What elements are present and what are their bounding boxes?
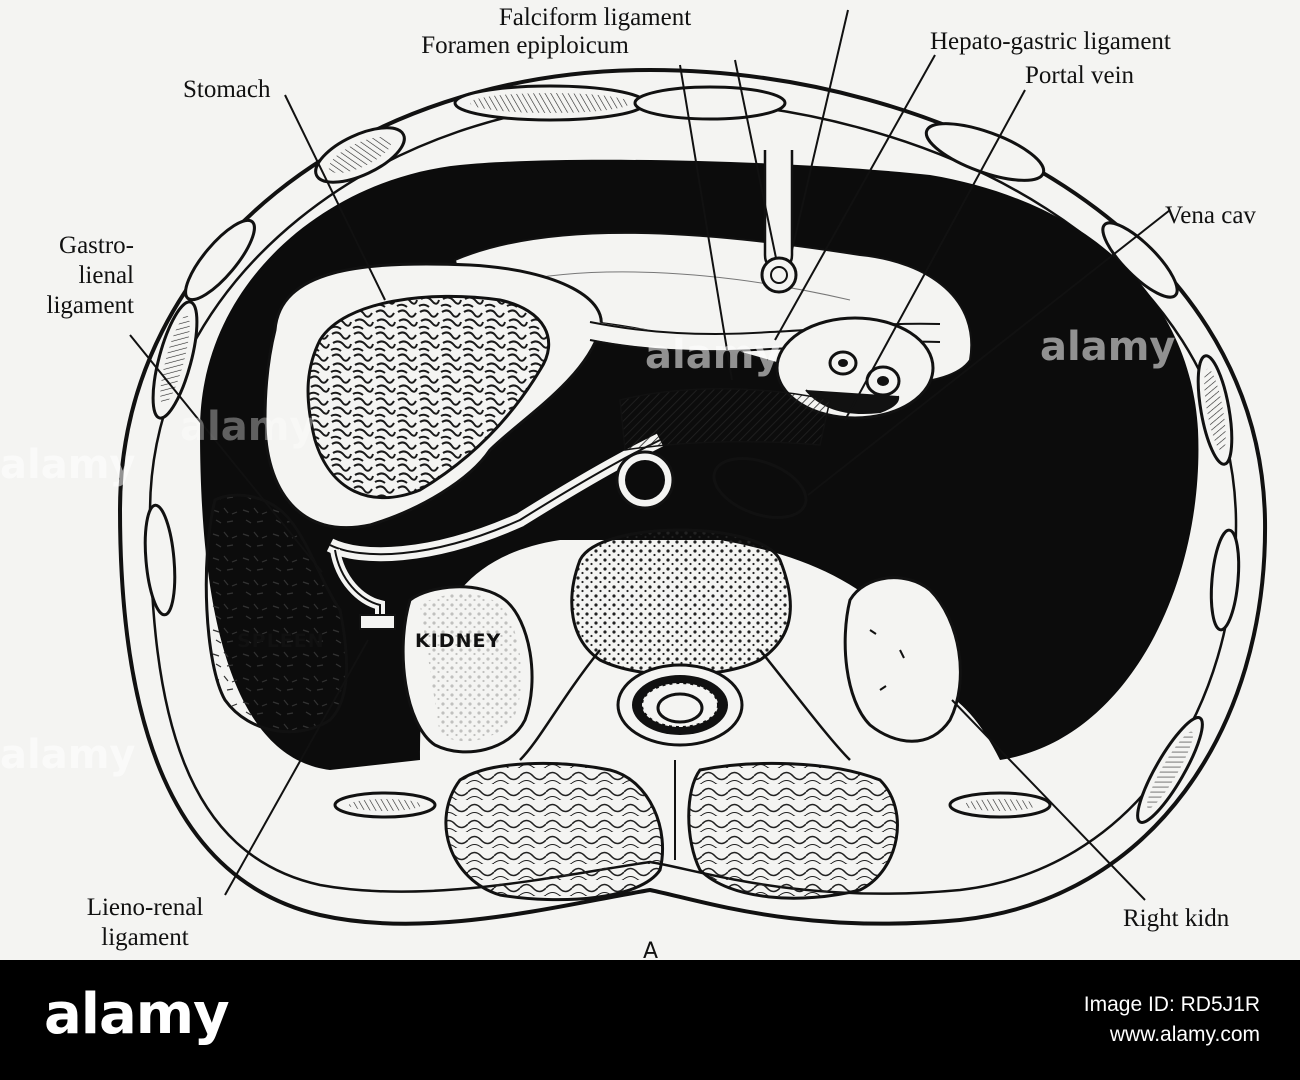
footer-site: www.alamy.com [1109,1023,1260,1046]
footer-brand-logo: alamy [44,982,230,1047]
cross-section-drawing [117,9,1268,926]
footer-image-id: Image ID: RD5J1R [1083,993,1260,1016]
label-portal-vein: Portal vein [1025,62,1135,89]
falciform-ligament [763,150,794,270]
label-hepato-gastric-ligament: Hepato-gastric ligament [930,28,1171,55]
pancreas [619,388,831,451]
spleen-organ [204,493,348,734]
anatomical-figure: Falciform ligament Foramen epiploicum He… [0,0,1300,960]
label-lieno-renal-line1: Lieno-renal [86,894,204,921]
stock-footer: alamy Image ID: RD5J1R www.alamy.com [0,960,1300,1080]
label-gastro-lienal-line1: Gastro- [59,232,134,259]
label-lieno-renal-line2: ligament [101,924,189,951]
figure-letter: A [643,939,659,960]
right-kidney-organ [843,576,962,743]
label-vena-cava: Vena cav [1165,202,1256,229]
leader-lines [129,9,1171,901]
back-muscle-right [687,761,899,900]
label-stomach: Stomach [183,76,271,103]
back-muscle-left [444,761,665,902]
label-gastro-lienal-line2: lienal [78,262,134,289]
label-kidney: KIDNEY [415,630,502,652]
portal-structures [775,316,935,420]
label-foramen-epiploicum: Foramen epiploicum [421,32,629,59]
label-falciform-ligament: Falciform ligament [498,4,692,31]
vena-cava [712,457,808,519]
label-spleen: SPLEEN [237,630,325,652]
label-gastro-lienal-line3: ligament [46,292,134,319]
footer-meta: Image ID: RD5J1R www.alamy.com [1084,990,1260,1050]
vertebral-body [570,528,792,677]
stomach-mucosa [306,294,551,500]
label-right-kidney: Right kidn [1123,905,1230,932]
